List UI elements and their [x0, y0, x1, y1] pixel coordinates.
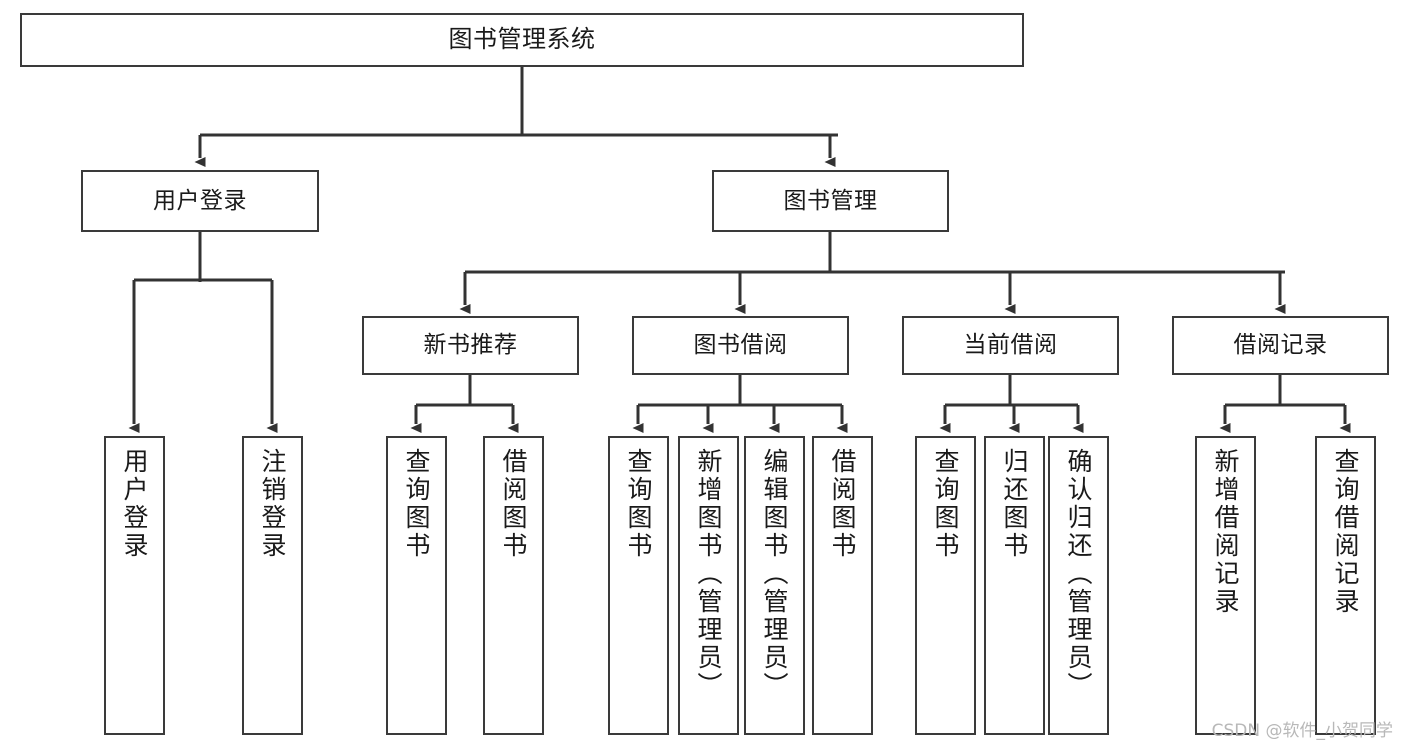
node-root-label: 图书管理系统	[448, 25, 596, 54]
node-book-borrow-label: 图书借阅	[693, 332, 788, 359]
node-borrow-record[interactable]: 借阅记录	[1172, 316, 1389, 375]
leaf-return-book[interactable]: 归还图书	[984, 436, 1045, 735]
node-user-login-label: 用户登录	[153, 187, 247, 214]
node-current-borrow-label: 当前借阅	[963, 332, 1058, 359]
leaf-confirm-return[interactable]: 确认归还（管理员）	[1048, 436, 1109, 735]
leaf-borrow-book-2-label: 借阅图书	[828, 448, 857, 560]
leaf-edit-book[interactable]: 编辑图书（管理员）	[744, 436, 805, 735]
leaf-add-record-label: 新增借阅记录	[1211, 448, 1240, 616]
leaf-query-record-label: 查询借阅记录	[1331, 448, 1360, 616]
leaf-add-record[interactable]: 新增借阅记录	[1195, 436, 1256, 735]
node-current-borrow[interactable]: 当前借阅	[902, 316, 1119, 375]
leaf-query-book-2[interactable]: 查询图书	[608, 436, 669, 735]
node-new-book-recommend[interactable]: 新书推荐	[362, 316, 579, 375]
node-book-borrow[interactable]: 图书借阅	[632, 316, 849, 375]
leaf-user-login-label: 用户登录	[120, 448, 149, 560]
leaf-logout[interactable]: 注销登录	[242, 436, 303, 735]
leaf-add-book[interactable]: 新增图书（管理员）	[678, 436, 739, 735]
node-new-book-recommend-label: 新书推荐	[423, 332, 518, 359]
leaf-logout-label: 注销登录	[258, 448, 287, 560]
node-book-manage-label: 图书管理	[783, 187, 878, 214]
leaf-query-book-1-label: 查询图书	[402, 448, 431, 560]
leaf-borrow-book-1[interactable]: 借阅图书	[483, 436, 544, 735]
leaf-query-book-2-label: 查询图书	[624, 448, 653, 560]
leaf-query-record[interactable]: 查询借阅记录	[1315, 436, 1376, 735]
leaf-edit-book-label: 编辑图书（管理员）	[760, 448, 789, 700]
leaf-query-book-3[interactable]: 查询图书	[915, 436, 976, 735]
leaf-user-login[interactable]: 用户登录	[104, 436, 165, 735]
leaf-add-book-label: 新增图书（管理员）	[694, 448, 723, 700]
leaf-query-book-3-label: 查询图书	[931, 448, 960, 560]
leaf-confirm-return-label: 确认归还（管理员）	[1064, 448, 1093, 700]
node-root[interactable]: 图书管理系统	[20, 13, 1024, 67]
node-user-login[interactable]: 用户登录	[81, 170, 319, 232]
leaf-query-book-1[interactable]: 查询图书	[386, 436, 447, 735]
leaf-return-book-label: 归还图书	[1000, 448, 1029, 560]
node-book-manage[interactable]: 图书管理	[712, 170, 949, 232]
leaf-borrow-book-1-label: 借阅图书	[499, 448, 528, 560]
leaf-borrow-book-2[interactable]: 借阅图书	[812, 436, 873, 735]
node-borrow-record-label: 借阅记录	[1233, 332, 1328, 359]
